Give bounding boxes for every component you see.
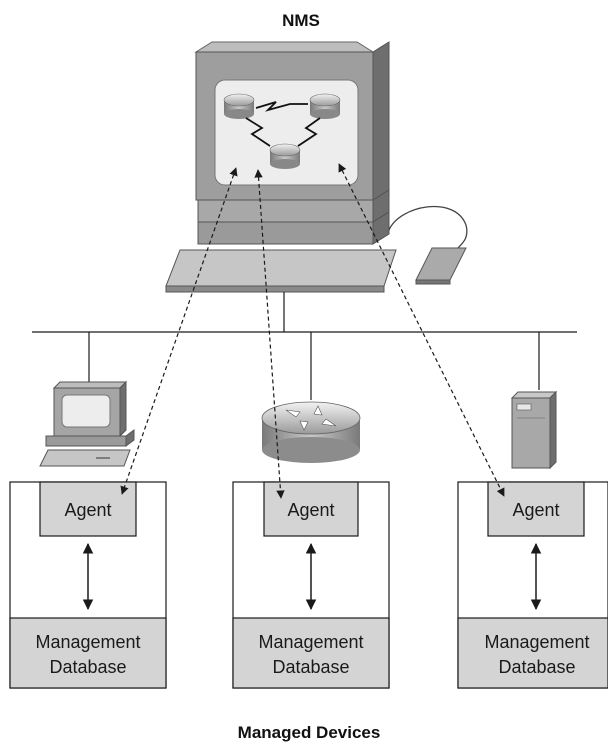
workstation-icon [39,380,135,467]
dashed-arrow-agent-1 [120,167,238,495]
nms-screen-network [223,93,341,169]
nms-title: NMS [282,11,320,30]
server-icon [510,390,558,470]
managed-device-2: Agent Management Database [232,481,390,689]
database-label-line2: Database [49,657,126,677]
agent-label: Agent [64,500,111,520]
nms-computer [165,41,468,293]
router-icon [261,401,361,463]
agent-box [39,481,137,537]
managed-device-1: Agent Management Database [9,481,167,689]
database-label-line1: Management [258,632,363,652]
database-label-line2: Database [498,657,575,677]
serial-link [245,117,271,147]
snmp-communication-arrows [120,163,505,499]
agent-label: Agent [512,500,559,520]
dashed-arrow-agent-3 [338,163,505,497]
database-label-line1: Management [35,632,140,652]
agent-label: Agent [287,500,334,520]
router-icon [223,93,255,119]
serial-link [297,117,321,147]
managed-device-3: Agent Management Database [457,481,608,689]
database-label-line2: Database [272,657,349,677]
database-label-line1: Management [484,632,589,652]
dashed-arrow-agent-2 [254,169,285,499]
management-database-box [9,617,167,689]
managed-devices-label: Managed Devices [238,723,381,742]
management-database-box [232,617,390,689]
router-icon [269,143,301,169]
router-icon [309,93,341,119]
management-database-box [457,617,608,689]
serial-link [255,101,308,112]
